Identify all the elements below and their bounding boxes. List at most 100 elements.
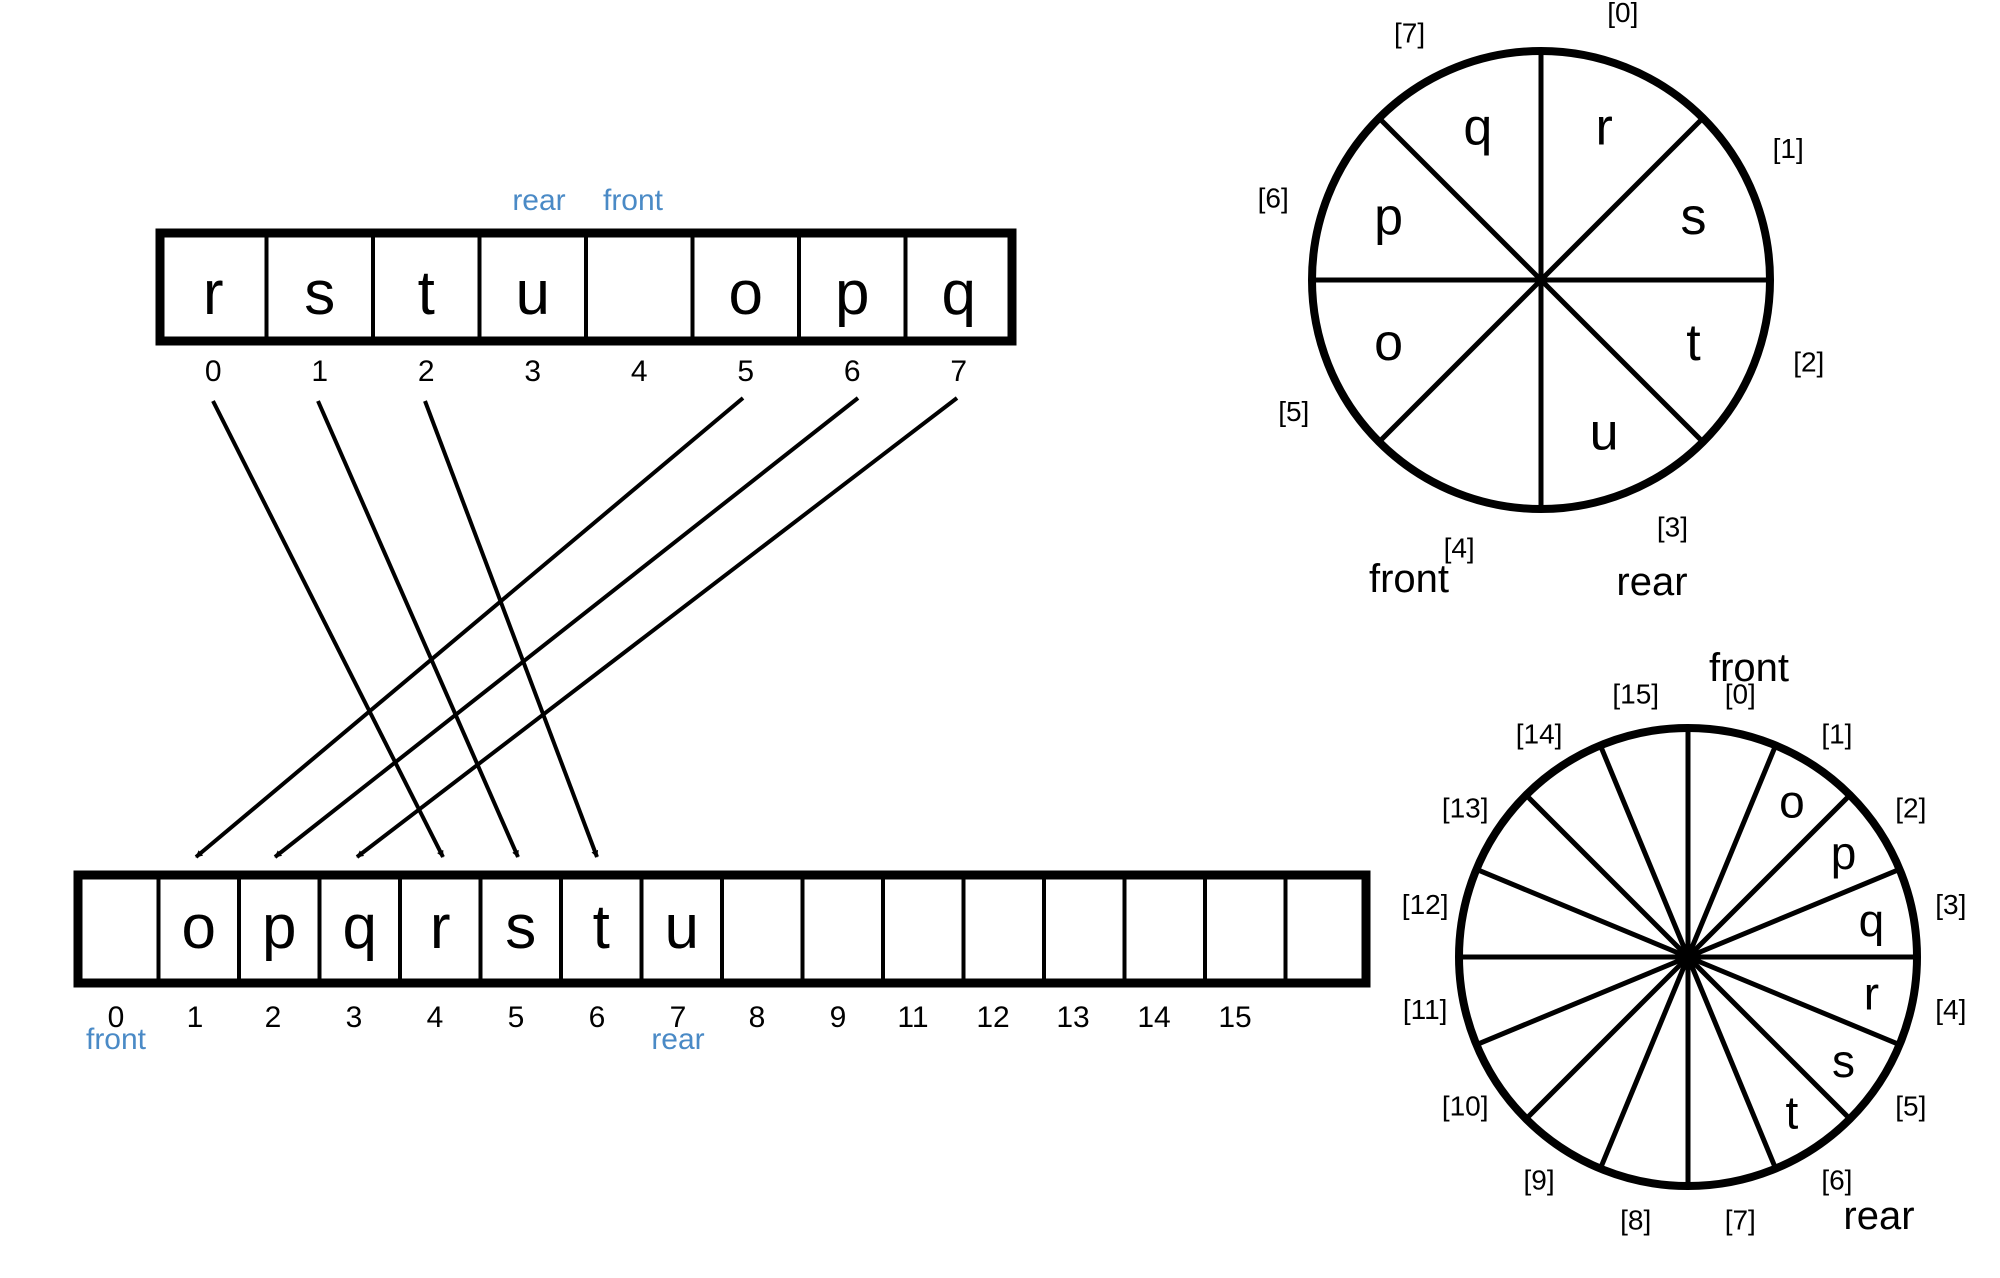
slot-index-label: [5] bbox=[1895, 1090, 1926, 1121]
sector-value: p bbox=[1374, 188, 1403, 246]
slot-index-label: [7] bbox=[1394, 17, 1425, 48]
slot-index-label: [7] bbox=[1725, 1204, 1756, 1235]
slot-index-label: [0] bbox=[1725, 679, 1756, 710]
circular-queue-8: r[0]s[1]t[2]u[3][4]o[5]p[6]q[7] bbox=[1258, 0, 1825, 563]
old-array-index: 3 bbox=[524, 355, 541, 388]
old-array-cell: t bbox=[371, 231, 482, 343]
old-array-index: 7 bbox=[950, 355, 967, 388]
new-array-index: 13 bbox=[1056, 1001, 1089, 1034]
slot-index-label: [9] bbox=[1524, 1164, 1555, 1195]
new-array-cell bbox=[881, 873, 966, 985]
circular-queue-16: [0]o[1]p[2]q[3]r[4]s[5]t[6][7][8][9][10]… bbox=[1402, 679, 1967, 1236]
old-array-value: p bbox=[835, 259, 869, 328]
slot-index-label: [6] bbox=[1821, 1164, 1852, 1195]
copy-arrow bbox=[316, 400, 520, 858]
sector-divider bbox=[1377, 278, 1543, 444]
slot-index-label: [2] bbox=[1793, 346, 1824, 377]
slot-index-label: [1] bbox=[1821, 719, 1852, 750]
sector-divider bbox=[1685, 744, 1778, 958]
new-array-index: 14 bbox=[1137, 1001, 1170, 1034]
sector-value: s bbox=[1832, 1035, 1855, 1087]
slot-index-label: [11] bbox=[1403, 994, 1448, 1025]
new-array-cell bbox=[800, 873, 885, 985]
new-array-value: t bbox=[593, 893, 610, 962]
new-array-index: 6 bbox=[589, 1001, 606, 1034]
new-array-cell bbox=[1283, 873, 1368, 985]
new-front-label: front bbox=[86, 1023, 147, 1056]
new-array-cell bbox=[720, 873, 805, 985]
old-array-index: 1 bbox=[311, 355, 328, 388]
sector-divider bbox=[1377, 116, 1543, 282]
new-array-cell bbox=[76, 873, 161, 985]
slot-index-label: [13] bbox=[1442, 793, 1489, 824]
old-array-value: u bbox=[516, 259, 550, 328]
circle-large-front-label: front bbox=[1709, 646, 1789, 690]
new-array-index: 5 bbox=[508, 1001, 525, 1034]
new-array-cell: o bbox=[156, 873, 241, 985]
old-array-value: s bbox=[304, 259, 335, 328]
new-array-value: u bbox=[665, 893, 699, 962]
sector-value: q bbox=[1859, 895, 1885, 947]
old-rear-label: rear bbox=[512, 184, 565, 217]
copy-arrow bbox=[211, 400, 445, 858]
old-array-value: o bbox=[729, 259, 763, 328]
new-array-index: 8 bbox=[749, 1001, 766, 1034]
new-array-value: r bbox=[430, 893, 451, 962]
sector-divider bbox=[1598, 744, 1691, 958]
circle-small-rear-label: rear bbox=[1616, 560, 1687, 604]
slot-index-label: [3] bbox=[1935, 889, 1966, 920]
new-array-index: 12 bbox=[976, 1001, 1009, 1034]
old-array-cell bbox=[584, 231, 695, 343]
slot-index-label: [6] bbox=[1258, 183, 1289, 214]
sector-divider bbox=[1475, 867, 1689, 960]
slot-index-label: [3] bbox=[1657, 512, 1688, 543]
new-array-index: 3 bbox=[346, 1001, 363, 1034]
old-array-cell: r bbox=[158, 231, 269, 343]
old-array-cell: p bbox=[797, 231, 908, 343]
new-array-cell: t bbox=[559, 873, 644, 985]
sector-divider bbox=[1475, 954, 1689, 1047]
sector-divider bbox=[1687, 867, 1901, 960]
copy-arrow bbox=[423, 400, 599, 858]
old-array-cell: u bbox=[477, 231, 588, 343]
new-array-value: o bbox=[182, 893, 216, 962]
new-array-index: 9 bbox=[830, 1001, 847, 1034]
new-array-index: 0 bbox=[108, 1001, 125, 1034]
slot-index-label: [1] bbox=[1773, 133, 1804, 164]
sector-divider bbox=[1524, 793, 1690, 959]
sector-value: q bbox=[1463, 99, 1492, 157]
new-array-cell bbox=[1042, 873, 1127, 985]
sector-value: u bbox=[1590, 403, 1619, 461]
new-array-cell bbox=[961, 873, 1046, 985]
circle-large-rear-label: rear bbox=[1843, 1194, 1914, 1238]
old-array-index: 4 bbox=[631, 355, 648, 388]
sector-value: s bbox=[1680, 188, 1706, 246]
slot-index-label: [15] bbox=[1612, 679, 1659, 710]
old-array-value: t bbox=[418, 259, 435, 328]
copy-arrow bbox=[355, 396, 959, 859]
new-array-index: 11 bbox=[897, 1001, 928, 1034]
sector-value: t bbox=[1686, 314, 1701, 372]
slot-index-label: [14] bbox=[1516, 719, 1563, 750]
slot-index-label: [5] bbox=[1278, 396, 1309, 427]
slot-index-label: [8] bbox=[1620, 1204, 1651, 1235]
sector-divider bbox=[1685, 956, 1778, 1170]
old-array-index: 5 bbox=[737, 355, 754, 388]
sector-value: r bbox=[1595, 99, 1612, 157]
sector-value: o bbox=[1779, 776, 1805, 828]
old-array-cell: s bbox=[264, 231, 375, 343]
sector-value: t bbox=[1786, 1086, 1799, 1138]
new-array-cell: p bbox=[237, 873, 322, 985]
new-array-cell bbox=[1203, 873, 1288, 985]
sector-value: r bbox=[1864, 967, 1879, 1019]
new-array-cell: q bbox=[317, 873, 402, 985]
old-array-value: q bbox=[942, 259, 976, 328]
new-array-cell bbox=[1122, 873, 1207, 985]
new-array-value: q bbox=[343, 893, 377, 962]
copy-arrow bbox=[194, 396, 745, 859]
slot-index-label: [4] bbox=[1935, 994, 1966, 1025]
